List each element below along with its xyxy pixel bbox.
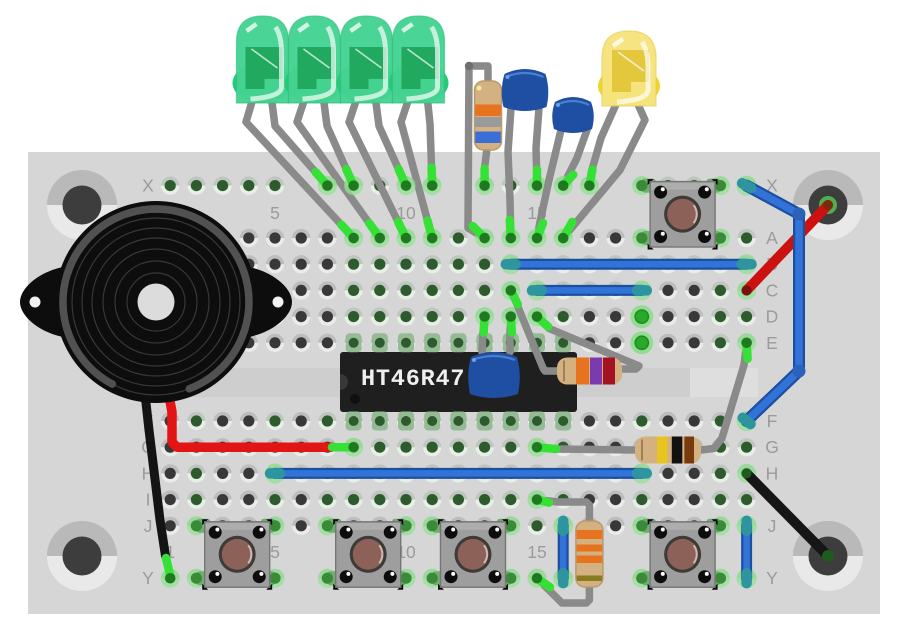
svg-text:E: E [766,333,778,353]
svg-text:F: F [767,411,778,431]
svg-text:G: G [765,437,779,457]
svg-text:X: X [766,176,778,196]
svg-text:5: 5 [270,203,280,223]
svg-text:1: 1 [165,542,175,562]
svg-text:Y: Y [142,568,154,588]
svg-text:5: 5 [270,542,280,562]
svg-text:10: 10 [396,203,416,223]
svg-text:HT46R47: HT46R47 [361,366,465,393]
svg-text:A: A [766,228,778,248]
svg-text:I: I [146,490,151,510]
svg-text:15: 15 [527,542,546,562]
svg-text:Y: Y [766,568,778,588]
svg-text:J: J [768,516,777,536]
svg-text:X: X [142,176,154,196]
svg-text:D: D [766,307,779,327]
svg-text:H: H [766,463,779,483]
svg-text:J: J [144,516,153,536]
svg-text:C: C [766,280,779,300]
